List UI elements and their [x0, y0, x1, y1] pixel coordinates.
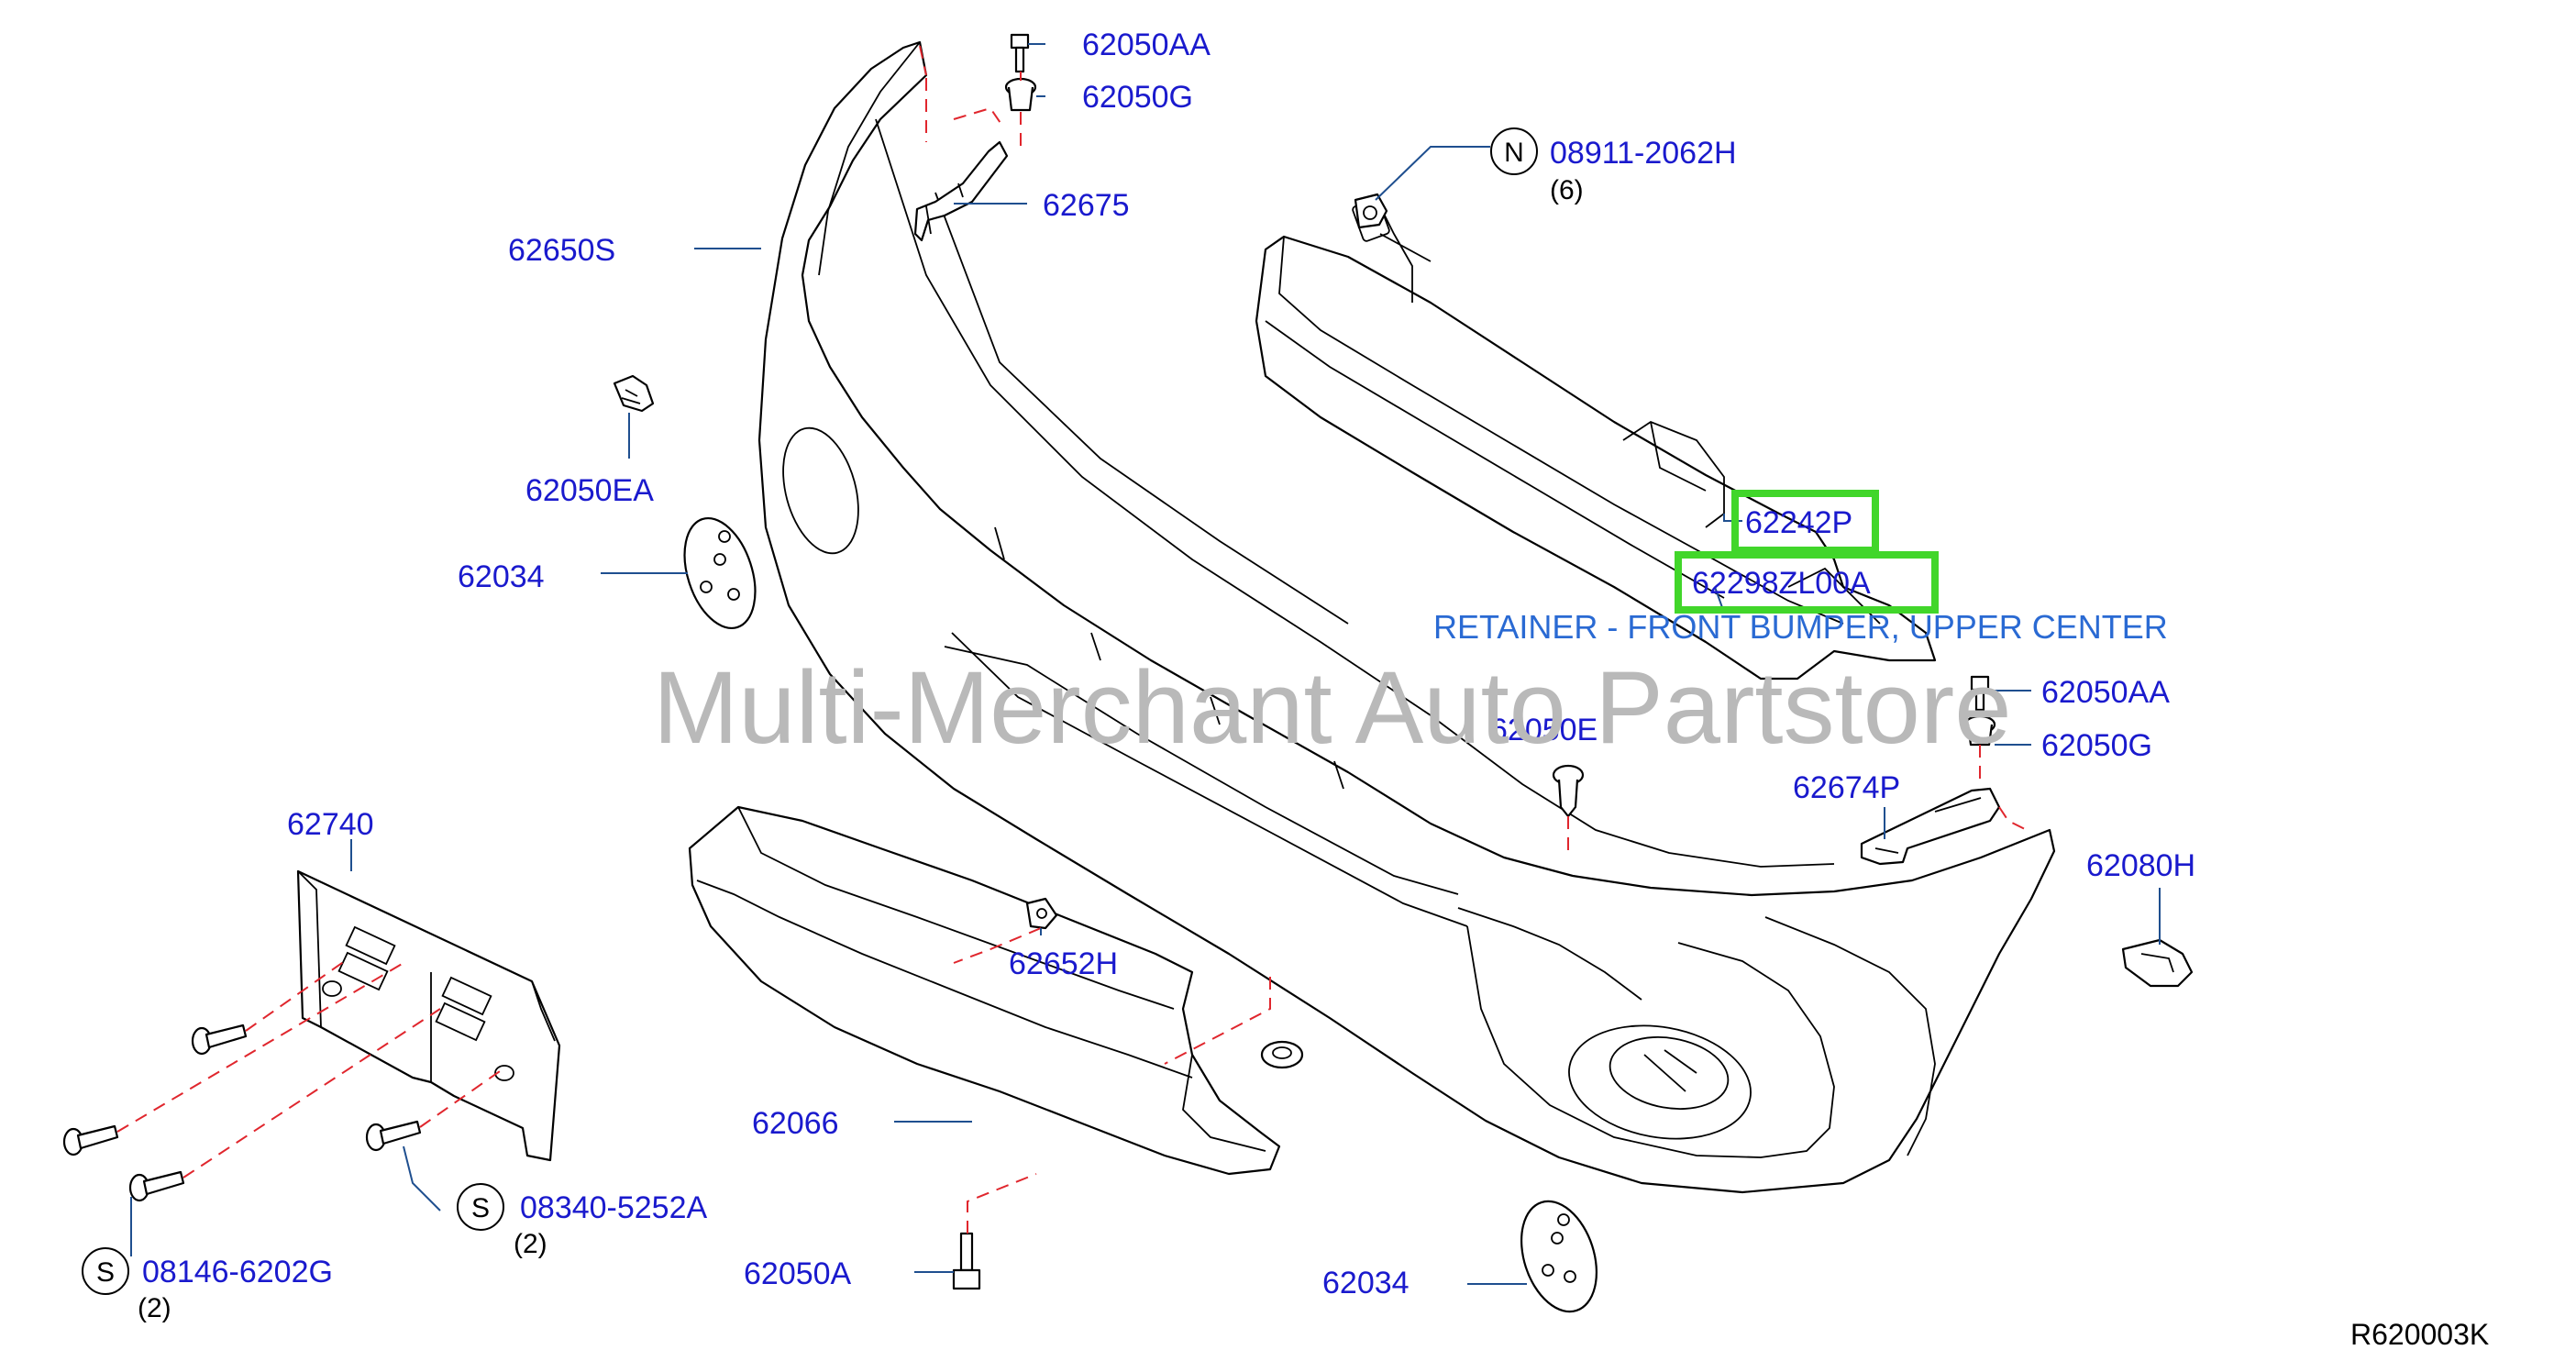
- prefix-circle-n: [1490, 127, 1538, 175]
- prefix-letter-s-08146: S: [96, 1257, 115, 1288]
- callout-62050aa-top[interactable]: 62050AA: [1082, 28, 1211, 62]
- callout-08146[interactable]: 08146-6202G: [142, 1255, 333, 1289]
- prefix-letter-n: N: [1504, 138, 1524, 168]
- callout-62050e[interactable]: 62050E: [1490, 713, 1598, 747]
- clip-62050ea[interactable]: [613, 374, 655, 413]
- bracket-62674p[interactable]: [1860, 787, 2001, 866]
- assembly-lines: [116, 45, 2028, 1234]
- qty-08911: (6): [1550, 175, 1584, 205]
- bolt-62050aa-top[interactable]: [1010, 33, 1030, 73]
- callout-62050aa-right[interactable]: 62050AA: [2041, 675, 2170, 710]
- highlight-description: RETAINER - FRONT BUMPER, UPPER CENTER: [1433, 608, 2168, 646]
- callout-62298zl00a[interactable]: 62298ZL00A: [1692, 566, 1871, 601]
- prefix-circle-s-08340: [457, 1183, 504, 1231]
- callout-62740[interactable]: 62740: [287, 807, 374, 842]
- bolt-62050a[interactable]: [952, 1232, 981, 1290]
- cover-62034-left[interactable]: [672, 509, 768, 637]
- callout-62650s[interactable]: 62650S: [508, 233, 615, 268]
- clip-62050g-top[interactable]: [1004, 77, 1037, 112]
- callout-08340[interactable]: 08340-5252A: [520, 1190, 708, 1225]
- callout-62034-bottom[interactable]: 62034: [1322, 1266, 1410, 1300]
- bracket-62675[interactable]: [913, 140, 1009, 242]
- screw-left[interactable]: [62, 1124, 119, 1156]
- callout-62066[interactable]: 62066: [752, 1106, 839, 1141]
- grommet: [1260, 1040, 1304, 1069]
- lower-valance-spoiler[interactable]: [688, 805, 1281, 1176]
- callout-08911[interactable]: 08911-2062H: [1550, 136, 1737, 171]
- cover-62034-bottom[interactable]: [1509, 1191, 1610, 1321]
- bolt-62050aa-right[interactable]: [1970, 675, 1990, 712]
- callout-62050g-top[interactable]: 62050G: [1082, 80, 1193, 115]
- prefix-letter-s-08340: S: [471, 1193, 490, 1223]
- screw-08340[interactable]: [365, 1120, 422, 1152]
- highlight-box-62298zl00a: [1675, 551, 1939, 614]
- clip-62050e[interactable]: [1552, 764, 1585, 818]
- screw-08146[interactable]: [128, 1170, 185, 1202]
- callout-62050a[interactable]: 62050A: [744, 1256, 852, 1291]
- diagram-ref-code: R620003K: [2350, 1318, 2489, 1351]
- callout-62652h[interactable]: 62652H: [1009, 946, 1118, 981]
- callout-62675[interactable]: 62675: [1043, 188, 1130, 223]
- callout-62674p[interactable]: 62674P: [1793, 770, 1900, 805]
- qty-08146: (2): [138, 1293, 171, 1323]
- front-bumper-fascia[interactable]: [757, 40, 2056, 1194]
- prefix-circle-s-08146: [82, 1247, 129, 1295]
- clip-62080h[interactable]: [2121, 938, 2194, 988]
- highlight-box-62242p: [1731, 490, 1879, 554]
- nut-08911[interactable]: [1354, 193, 1388, 229]
- callout-62050ea[interactable]: 62050EA: [525, 473, 654, 508]
- callout-62080h[interactable]: 62080H: [2086, 848, 2195, 883]
- clip-62050g-right[interactable]: [1963, 714, 1996, 747]
- qty-08340: (2): [514, 1229, 547, 1259]
- callout-62050g-right[interactable]: 62050G: [2041, 728, 2152, 763]
- license-plate-bracket[interactable]: [296, 869, 561, 1162]
- callout-62034-left[interactable]: 62034: [458, 559, 545, 594]
- screw-upper[interactable]: [191, 1024, 248, 1056]
- nut-62652h[interactable]: [1025, 897, 1058, 930]
- watermark: Multi-Merchant Auto Partstore: [653, 650, 2011, 765]
- callout-62242p[interactable]: 62242P: [1745, 505, 1852, 540]
